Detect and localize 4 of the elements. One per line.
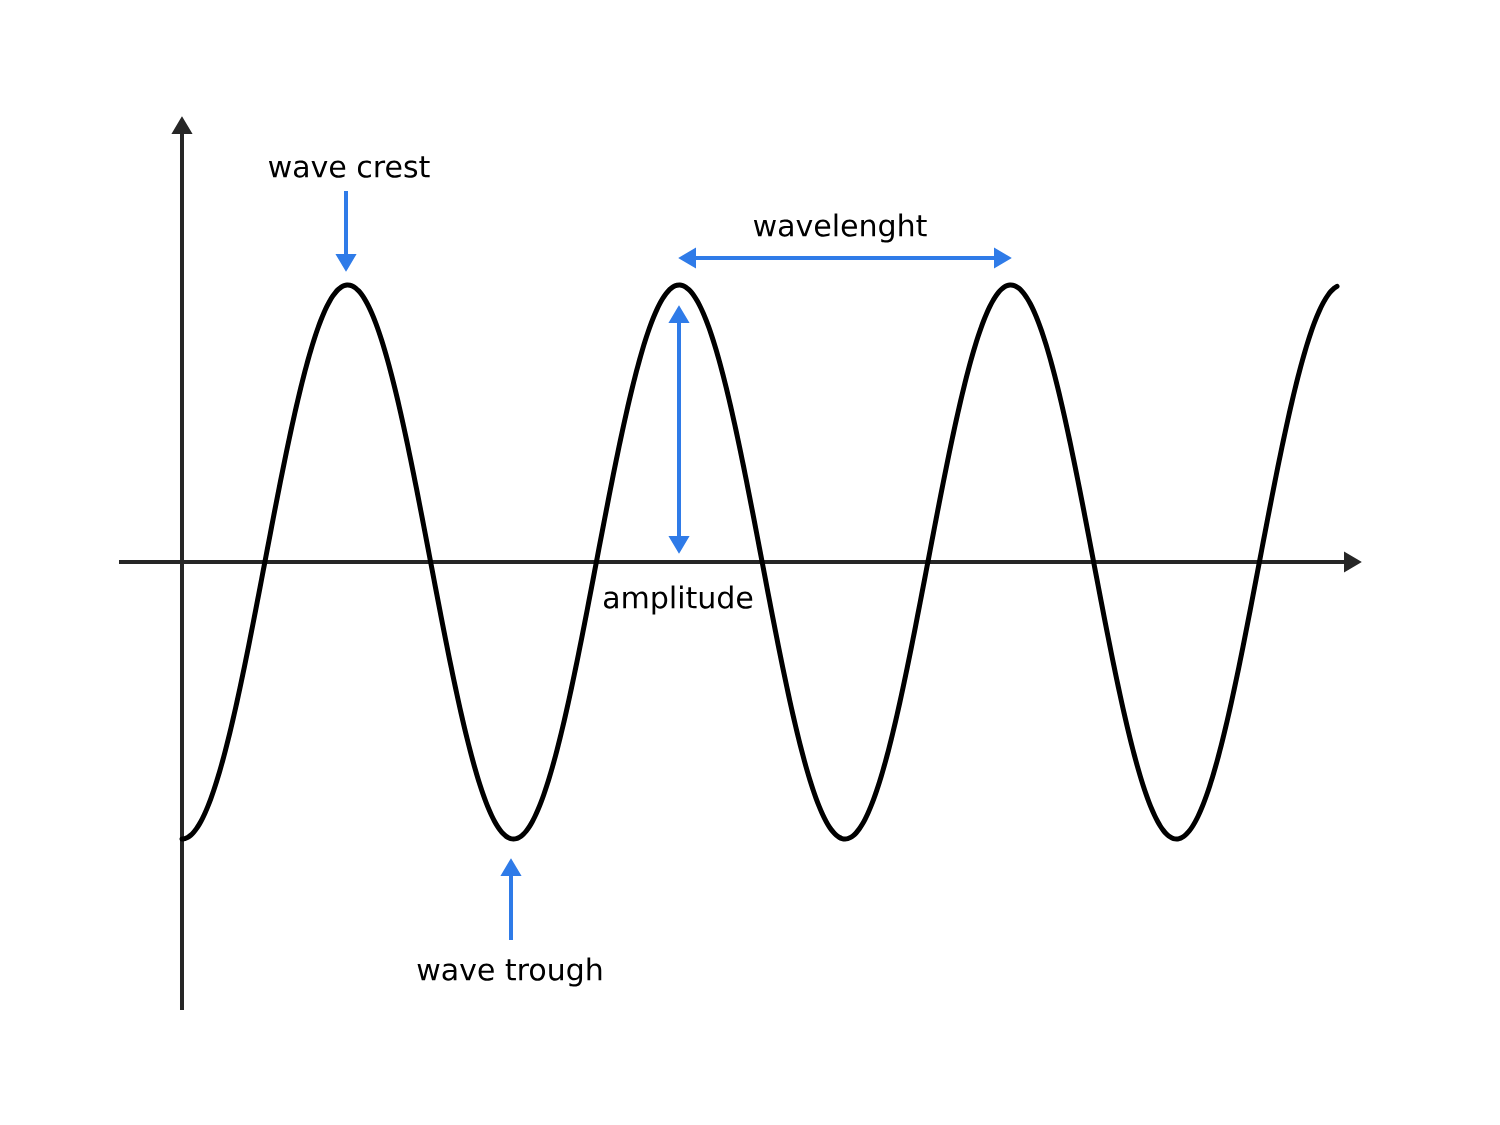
dimension-label: wavelenght [750, 211, 930, 245]
label-text: wave crest [268, 156, 430, 178]
dimension-label: amplitude [600, 583, 756, 617]
label-text: wave trough [417, 957, 602, 987]
